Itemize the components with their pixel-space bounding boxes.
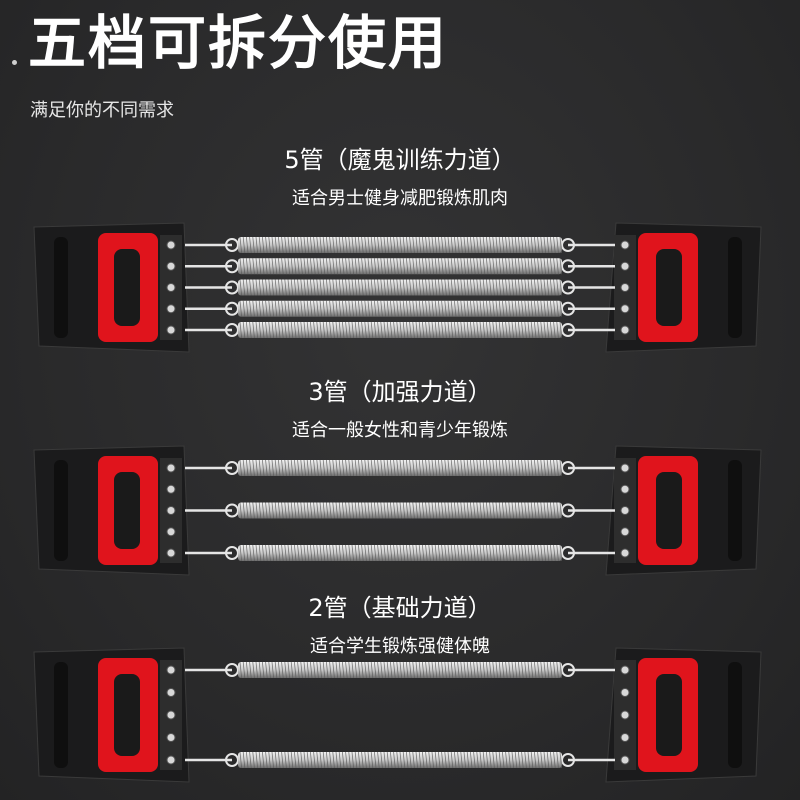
spring-tube [185, 751, 615, 769]
spring-coil-lines [239, 258, 562, 275]
hook-knob [620, 710, 630, 720]
hook-knob [620, 527, 630, 537]
spring-coil-lines [239, 321, 562, 339]
expander-5-springs [33, 222, 762, 353]
hook-knob [166, 463, 176, 473]
hook-knob [166, 710, 176, 720]
spring-coil-lines [239, 544, 562, 562]
left-handle [33, 445, 190, 576]
hook-knob [166, 261, 176, 271]
expander-2-springs [33, 647, 762, 783]
spring-coil-lines [239, 279, 562, 296]
handle-grip-slot [54, 237, 68, 338]
handle-grip-hole [656, 674, 682, 756]
spring-coil-lines [239, 236, 562, 254]
hook-knob [620, 688, 630, 697]
hook-knob [166, 304, 176, 314]
hook-knob [620, 506, 630, 515]
right-handle [605, 222, 762, 353]
hook-knob [166, 283, 176, 292]
hook-knob [166, 688, 176, 697]
page-title: 五档可拆分使用 [28, 9, 449, 77]
hook-knob [166, 325, 176, 335]
spring-tube [185, 544, 615, 562]
hook-knob [166, 665, 176, 675]
hook-knob [620, 463, 630, 473]
handle-grip-slot [54, 662, 68, 768]
spring-coil-lines [239, 751, 562, 769]
spring-tube [185, 300, 615, 317]
left-handle [33, 647, 190, 783]
spring-coil-lines [239, 300, 562, 317]
handle-grip-hole [656, 472, 682, 549]
hook-knob [620, 548, 630, 558]
left-handle [33, 222, 190, 353]
spring-tube [185, 279, 615, 296]
handle-grip-slot [54, 460, 68, 561]
hook-knob [620, 304, 630, 314]
hook-knob [620, 283, 630, 292]
spring-tube [185, 236, 615, 254]
section-3-title: 2管（基础力道） [308, 594, 492, 622]
page-subtitle: 满足你的不同需求 [30, 100, 174, 121]
spring-coil-lines [239, 459, 562, 477]
section-1-title: 5管（魔鬼训练力道） [284, 146, 516, 174]
hook-knob [166, 755, 176, 765]
section-1-description: 适合男士健身减肥锻炼肌肉 [292, 188, 508, 209]
spring-tube [185, 321, 615, 339]
spring-coil-lines [239, 502, 562, 519]
spring-coil-lines [239, 661, 562, 679]
handle-grip-hole [114, 674, 140, 756]
handle-grip-hole [114, 472, 140, 549]
spring-tube [185, 661, 615, 679]
handle-grip-hole [114, 249, 140, 326]
section-2-description: 适合一般女性和青少年锻炼 [292, 420, 508, 441]
section-2-title: 3管（加强力道） [308, 378, 492, 406]
right-handle [605, 647, 762, 783]
handle-grip-slot [728, 662, 742, 768]
right-handle [605, 445, 762, 576]
hook-knob [620, 261, 630, 271]
handle-grip-slot [728, 460, 742, 561]
hook-knob [166, 506, 176, 515]
hook-knob [166, 733, 176, 742]
bullet-dot [12, 60, 17, 65]
hook-knob [620, 484, 630, 494]
hook-knob [166, 240, 176, 250]
spring-tube [185, 502, 615, 519]
hook-knob [166, 548, 176, 558]
section-3-description: 适合学生锻炼强健体魄 [310, 636, 490, 657]
hook-knob [166, 527, 176, 537]
hook-knob [620, 240, 630, 250]
spring-tube [185, 459, 615, 477]
spring-tube [185, 258, 615, 275]
hook-knob [166, 484, 176, 494]
hook-knob [620, 325, 630, 335]
hook-knob [620, 733, 630, 742]
handle-grip-hole [656, 249, 682, 326]
hook-knob [620, 755, 630, 765]
handle-grip-slot [728, 237, 742, 338]
expander-3-springs [33, 445, 762, 576]
hook-knob [620, 665, 630, 675]
